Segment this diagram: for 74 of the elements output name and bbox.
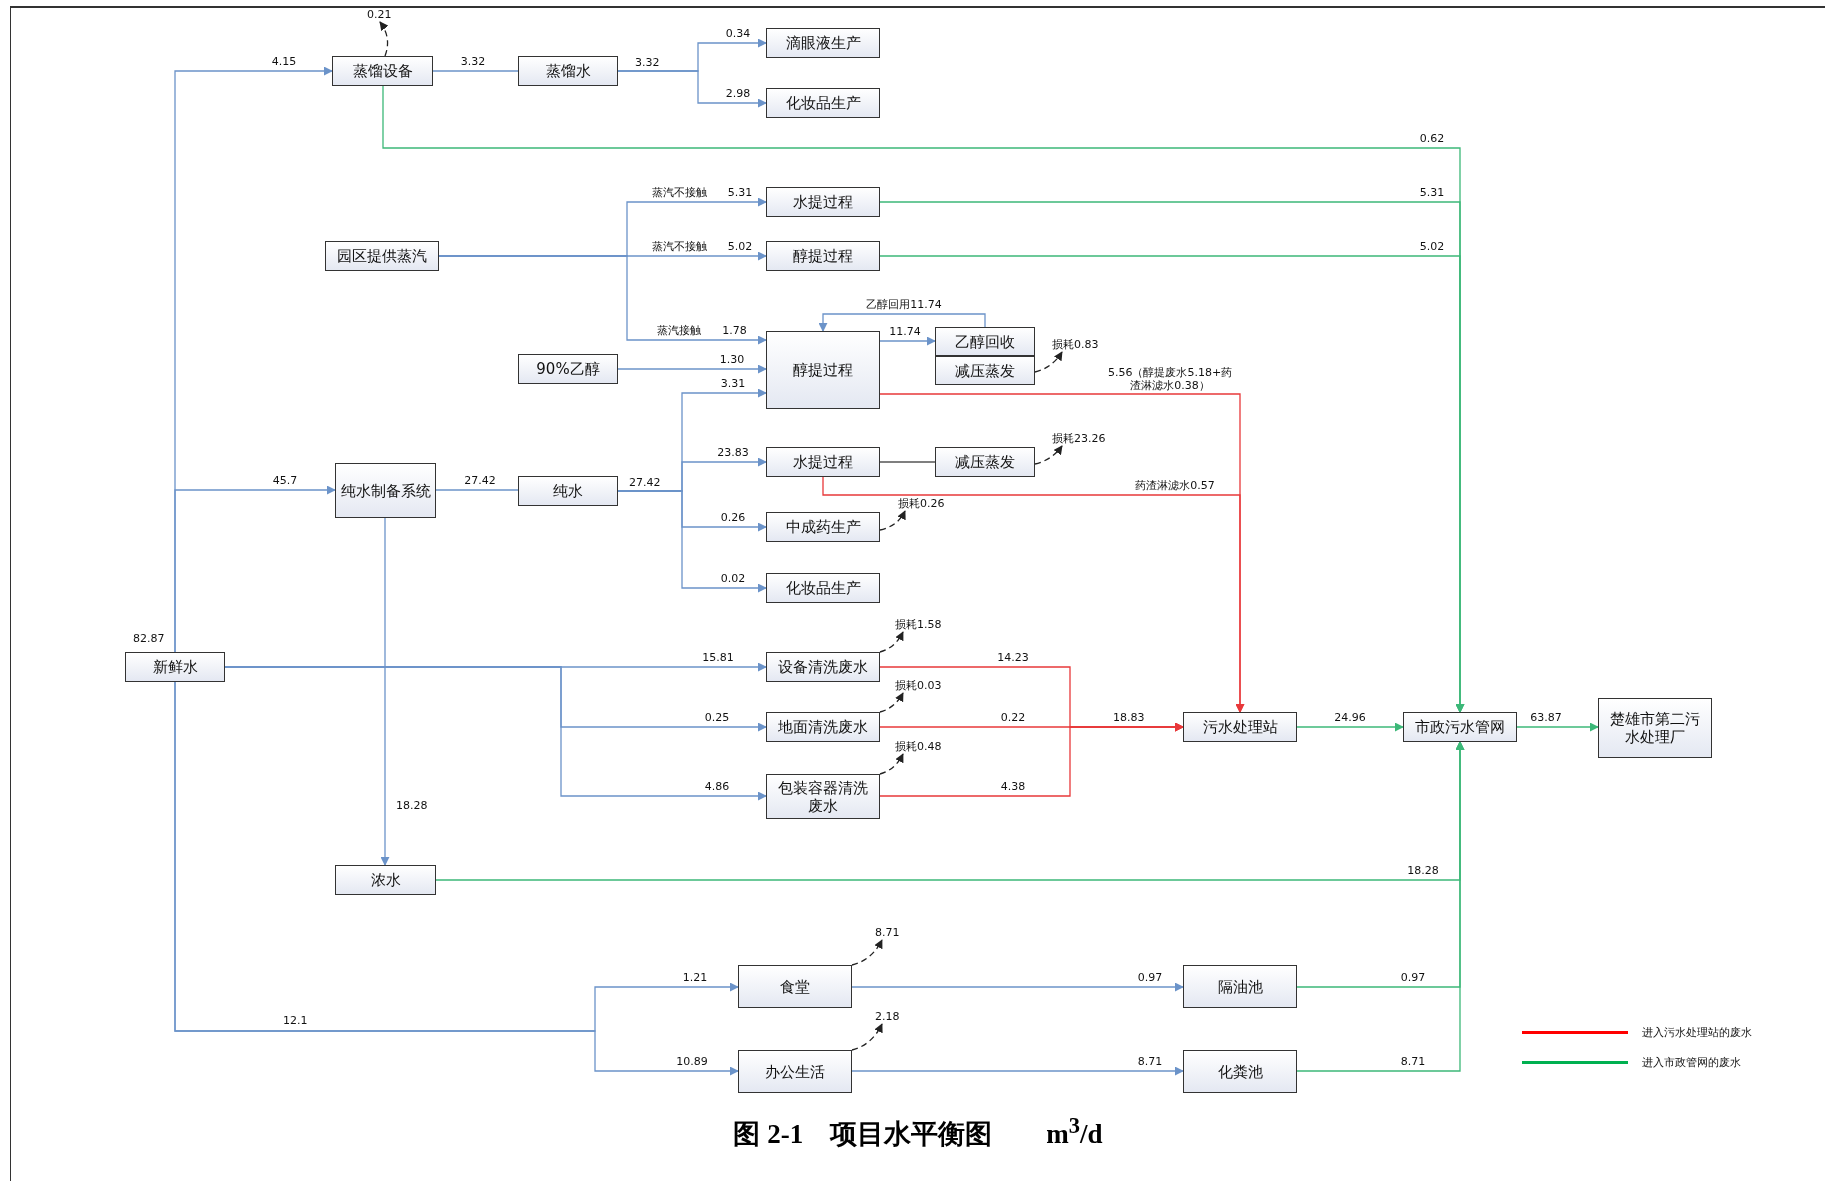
process-box: 滴眼液生产 bbox=[766, 28, 880, 58]
dashed-arrow bbox=[851, 939, 883, 966]
process-box: 化妆品生产 bbox=[766, 573, 880, 603]
loss-label: 损耗0.26 bbox=[898, 497, 945, 511]
dashed-arrow bbox=[1034, 445, 1063, 465]
edge-label: 蒸汽不接触 5.31 bbox=[649, 187, 755, 200]
edge-label: 5.56（醇提废水5.18+药渣淋滤水0.38） bbox=[1105, 366, 1235, 392]
process-box: 浓水 bbox=[335, 865, 436, 895]
process-box: 污水处理站 bbox=[1183, 712, 1297, 742]
flow-line bbox=[432, 70, 519, 72]
process-box: 水提过程 bbox=[766, 447, 880, 477]
loss-label: 损耗0.48 bbox=[895, 740, 942, 754]
dashed-arrow bbox=[879, 692, 904, 713]
flow-arrow bbox=[879, 722, 1184, 797]
process-box: 醇提过程 bbox=[766, 241, 880, 271]
loss-label: 损耗23.26 bbox=[1052, 432, 1106, 446]
flow-arrow bbox=[438, 255, 767, 345]
process-box: 化妆品生产 bbox=[766, 88, 880, 118]
dashed-arrow bbox=[1034, 351, 1063, 373]
edge-label: 药渣淋滤水0.57 bbox=[1133, 480, 1217, 493]
flow-arrow bbox=[851, 982, 1184, 992]
process-box: 化粪池 bbox=[1183, 1050, 1297, 1093]
flow-arrow bbox=[879, 336, 936, 346]
flow-arrow bbox=[1296, 722, 1404, 732]
flow-arrow bbox=[380, 517, 390, 866]
flow-arrow bbox=[174, 485, 336, 653]
legend-label: 进入市政管网的废水 bbox=[1642, 1055, 1741, 1070]
caption: 图 2-1 项目水平衡图 m$^{3}$/d bbox=[732, 1113, 1104, 1151]
dashed-arrow bbox=[879, 510, 906, 531]
flow-arrow bbox=[822, 476, 1245, 713]
process-box: 中成药生产 bbox=[766, 512, 880, 542]
process-box: 水提过程 bbox=[766, 187, 880, 217]
process-box: 减压蒸发 bbox=[935, 447, 1035, 477]
flow-arrow bbox=[818, 313, 986, 332]
process-box: 市政污水管网 bbox=[1403, 712, 1517, 742]
edge-label: 乙醇回用11.74 bbox=[864, 299, 944, 312]
loss-label: 损耗1.58 bbox=[895, 618, 942, 632]
loss-label: 0.21 bbox=[367, 8, 392, 22]
dashed-arrow bbox=[879, 753, 904, 775]
flow-arrow bbox=[224, 666, 767, 801]
process-box: 园区提供蒸汽 bbox=[325, 241, 439, 271]
process-box: 楚雄市第二污水处理厂 bbox=[1598, 698, 1712, 758]
flow-arrow bbox=[1296, 741, 1465, 1072]
loss-label: 损耗0.03 bbox=[895, 679, 942, 693]
flow-arrow bbox=[851, 1066, 1184, 1076]
process-box: 纯水 bbox=[518, 476, 618, 506]
legend-label: 进入污水处理站的废水 bbox=[1642, 1025, 1752, 1040]
flow-line bbox=[435, 489, 519, 491]
process-box: 隔油池 bbox=[1183, 965, 1297, 1008]
process-box: 食堂 bbox=[738, 965, 852, 1008]
process-box: 地面清洗废水 bbox=[766, 712, 880, 742]
process-box: 醇提过程 bbox=[766, 331, 880, 409]
process-box: 蒸馏水 bbox=[518, 56, 618, 86]
process-box: 减压蒸发 bbox=[935, 356, 1035, 385]
dashed-arrow bbox=[879, 631, 904, 653]
process-box: 蒸馏设备 bbox=[332, 56, 433, 86]
dashed-arrow bbox=[379, 21, 389, 57]
process-box: 设备清洗废水 bbox=[766, 652, 880, 682]
edge-label: 蒸汽接触 1.78 bbox=[655, 325, 749, 338]
flow-arrow bbox=[617, 364, 767, 374]
flow-arrow bbox=[1516, 722, 1599, 732]
flow-arrow bbox=[617, 70, 767, 108]
flow-line bbox=[879, 461, 936, 463]
loss-label: 2.18 bbox=[875, 1010, 900, 1024]
edge-label: 蒸汽不接触 5.02 bbox=[649, 241, 755, 254]
process-box: 90%乙醇 bbox=[518, 354, 618, 384]
process-box: 乙醇回收 bbox=[935, 327, 1035, 356]
dashed-arrow bbox=[851, 1023, 883, 1051]
loss-label: 损耗0.83 bbox=[1052, 338, 1099, 352]
process-box: 包装容器清洗废水 bbox=[766, 774, 880, 819]
process-box: 新鲜水 bbox=[125, 652, 225, 682]
process-box: 纯水制备系统 bbox=[335, 463, 436, 518]
loss-label: 8.71 bbox=[875, 926, 900, 940]
process-box: 办公生活 bbox=[738, 1050, 852, 1093]
